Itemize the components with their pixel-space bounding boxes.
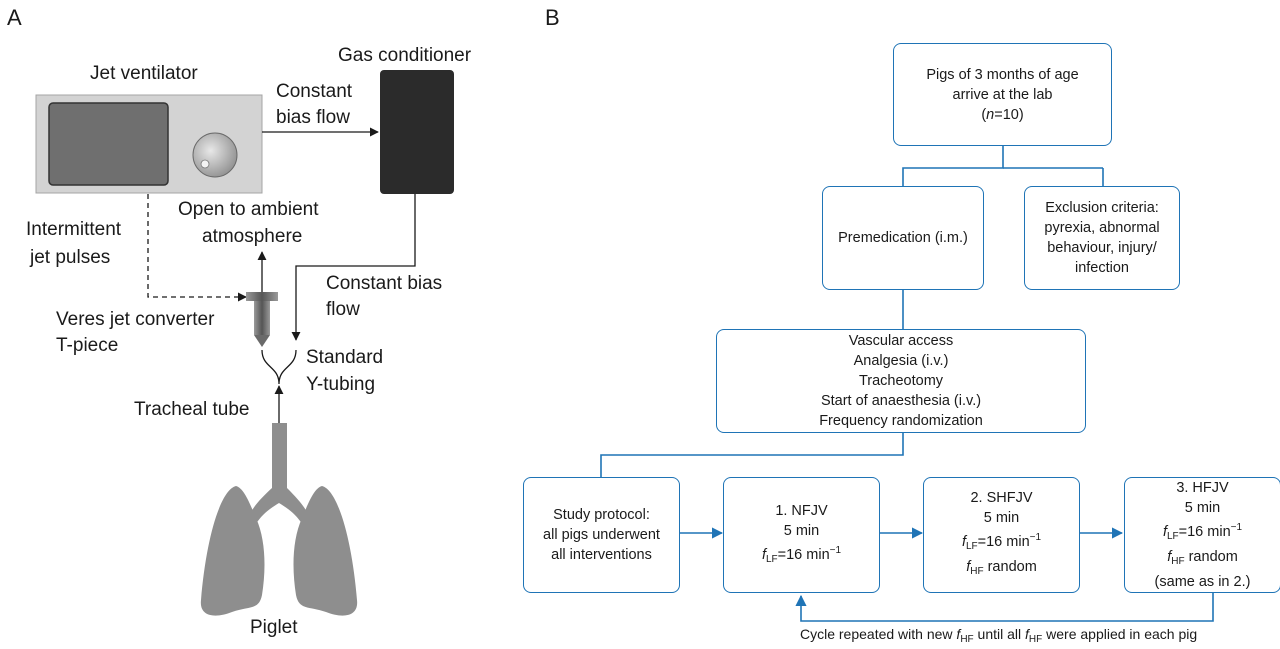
- hfjv-duration: 5 min: [1184, 500, 1221, 516]
- exclusion-line-4: infection: [1074, 260, 1129, 276]
- arrival-line-1: Pigs of 3 months of age: [926, 66, 1079, 83]
- arrival-line-3: (n=10): [981, 106, 1024, 123]
- shfjv-title: 2. SHFJV: [970, 490, 1033, 506]
- label-jet-pulses-2: jet pulses: [30, 247, 111, 268]
- preparation-line-5: Frequency randomization: [819, 413, 983, 429]
- label-y-tubing-1: Standard: [306, 347, 384, 368]
- preparation-line-4: Start of anaesthesia (i.v.): [820, 393, 982, 409]
- hfjv-note: (same as in 2.): [1154, 574, 1251, 590]
- label-jet-pulses-1: Intermittent: [26, 219, 122, 240]
- bias-flow-arrow-right: [291, 194, 416, 341]
- label-veres-2: T-piece: [56, 335, 119, 356]
- preparation-line-2: Analgesia (i.v.): [853, 353, 949, 369]
- label-ambient-2: atmosphere: [202, 226, 303, 247]
- premedication-text: Premedication (i.m.): [838, 230, 968, 246]
- knob-dot: [200, 159, 210, 169]
- protocol-line-2: all pigs underwent: [543, 527, 660, 543]
- label-gas-conditioner: Gas conditioner: [338, 45, 472, 66]
- label-ambient-1: Open to ambient: [178, 199, 319, 220]
- box-premedication: Premedication (i.m.): [822, 186, 984, 290]
- nfjv-title: 1. NFJV: [775, 502, 828, 519]
- protocol-line-1: Study protocol:: [553, 507, 650, 523]
- arrival-n: n: [986, 106, 995, 123]
- exclusion-line-1: Exclusion criteria:: [1045, 200, 1159, 216]
- label-bias-flow-right-1: Constant bias: [326, 273, 443, 294]
- protocol-line-3: all interventions: [551, 547, 652, 563]
- box-exclusion: Exclusion criteria: pyrexia, abnormal be…: [1024, 186, 1180, 290]
- label-y-tubing-2: Y-tubing: [306, 374, 376, 395]
- piglet-lungs: [200, 423, 358, 616]
- label-jet-ventilator: Jet ventilator: [90, 63, 198, 84]
- label-bias-flow-right-2: flow: [326, 299, 360, 320]
- panel-label-a: A: [7, 5, 22, 30]
- exclusion-line-3: behaviour, injury/: [1047, 240, 1157, 256]
- connector-arrival: [902, 145, 1004, 187]
- box-hfjv: 3. HFJV 5 min fLF=16 min−1 fHF random (s…: [1124, 477, 1280, 593]
- box-shfjv: 2. SHFJV 5 min fLF=16 min−1 fHF random: [923, 477, 1080, 593]
- label-bias-flow-top-1: Constant: [276, 81, 353, 102]
- shfjv-fhf: fHF random: [966, 559, 1037, 577]
- arrow-cycle-loop: [795, 593, 1214, 622]
- label-veres-1: Veres jet converter: [56, 309, 215, 330]
- shfjv-flf: fLF=16 min−1: [961, 532, 1042, 552]
- hfjv-title: 3. HFJV: [1176, 480, 1229, 496]
- box-arrival: Pigs of 3 months of age arrive at the la…: [893, 43, 1112, 146]
- box-nfjv: 1. NFJV 5 min fLF=16 min−1: [723, 477, 880, 593]
- ventilator-screen: [48, 102, 169, 186]
- hfjv-flf: fLF=16 min−1: [1162, 522, 1243, 542]
- hfjv-fhf: fHF random: [1167, 549, 1238, 567]
- preparation-line-1: Vascular access: [848, 333, 954, 349]
- y-tubing: [261, 349, 297, 385]
- box-protocol: Study protocol: all pigs underwent all i…: [523, 477, 680, 593]
- label-tracheal-tube: Tracheal tube: [134, 399, 250, 420]
- shfjv-duration: 5 min: [983, 510, 1020, 526]
- nfjv-flf: fLF=16 min−1: [761, 544, 842, 565]
- gas-conditioner: [380, 70, 454, 194]
- connector-preparation: [600, 432, 904, 478]
- exclusion-line-2: pyrexia, abnormal: [1044, 220, 1160, 236]
- cycle-label: Cycle repeated with new fHF until all fH…: [800, 626, 1198, 645]
- arrival-line-2: arrive at the lab: [952, 86, 1053, 103]
- preparation-line-3: Tracheotomy: [858, 373, 944, 389]
- box-preparation: Vascular access Analgesia (i.v.) Tracheo…: [716, 329, 1086, 433]
- arrival-n-value: =10): [994, 106, 1024, 123]
- veres-t-piece: [246, 292, 278, 347]
- label-piglet: Piglet: [250, 617, 298, 638]
- label-bias-flow-top-2: bias flow: [276, 107, 350, 128]
- nfjv-duration: 5 min: [783, 522, 820, 539]
- jet-pulses-arrow: [147, 194, 247, 302]
- panel-label-b: B: [545, 5, 560, 30]
